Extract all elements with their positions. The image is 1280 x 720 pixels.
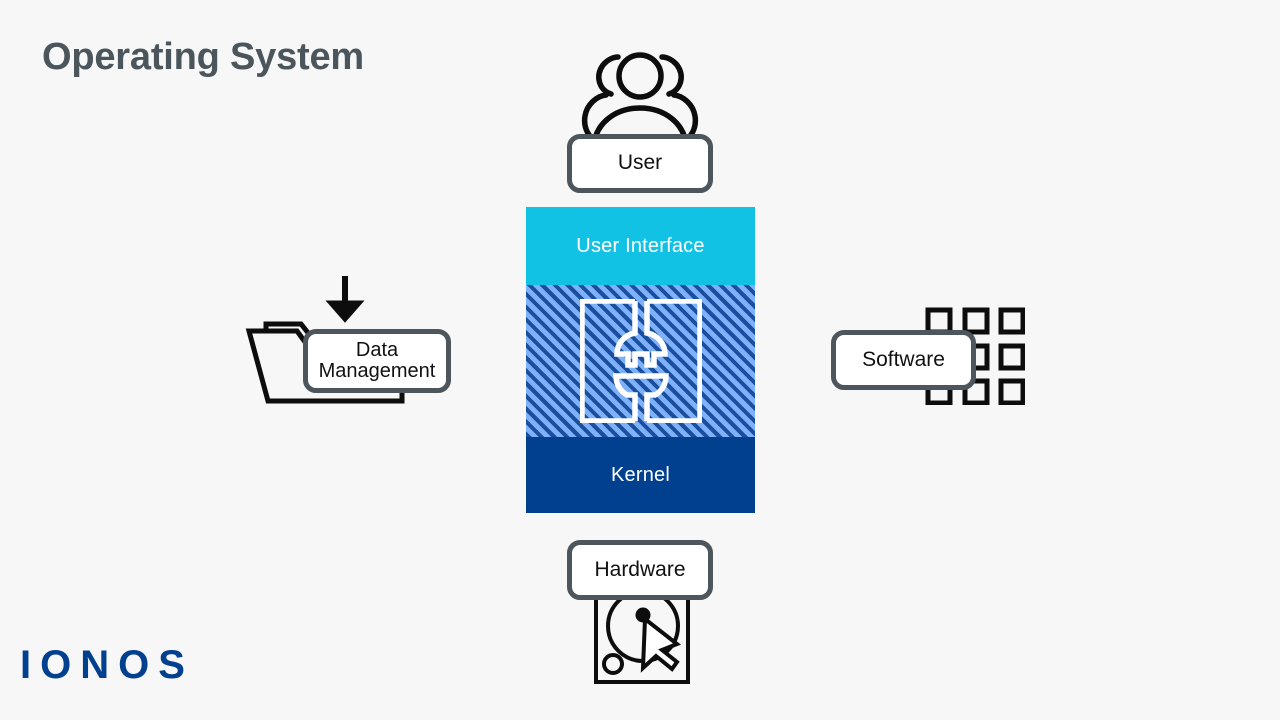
layer-label-kernel: Kernel [610, 463, 670, 486]
users-icon [573, 46, 707, 149]
hard-disk-icon [594, 588, 690, 684]
layer-label-user-interface: User Interface [576, 234, 705, 257]
node-label-user[interactable]: User [567, 134, 713, 193]
layer-user-interface[interactable]: User Interface [526, 207, 755, 285]
data-management-line-1: Data [355, 338, 399, 361]
plug-socket-icon [578, 298, 703, 424]
os-stack: User Interface Kernel [526, 207, 755, 513]
node-label-data-management[interactable]: Data Management [303, 329, 451, 393]
node-label-hardware[interactable]: Hardware [567, 540, 713, 600]
page-title: Operating System [42, 36, 365, 78]
ionos-logo: IONOS [20, 643, 194, 687]
data-management-line-2: Management [318, 360, 436, 382]
layer-drivers-hatched[interactable] [526, 285, 755, 437]
data-management-text: Data Management [318, 338, 436, 382]
layer-kernel[interactable]: Kernel [526, 437, 755, 513]
download-arrow-icon [325, 276, 365, 323]
node-label-software[interactable]: Software [831, 330, 976, 390]
